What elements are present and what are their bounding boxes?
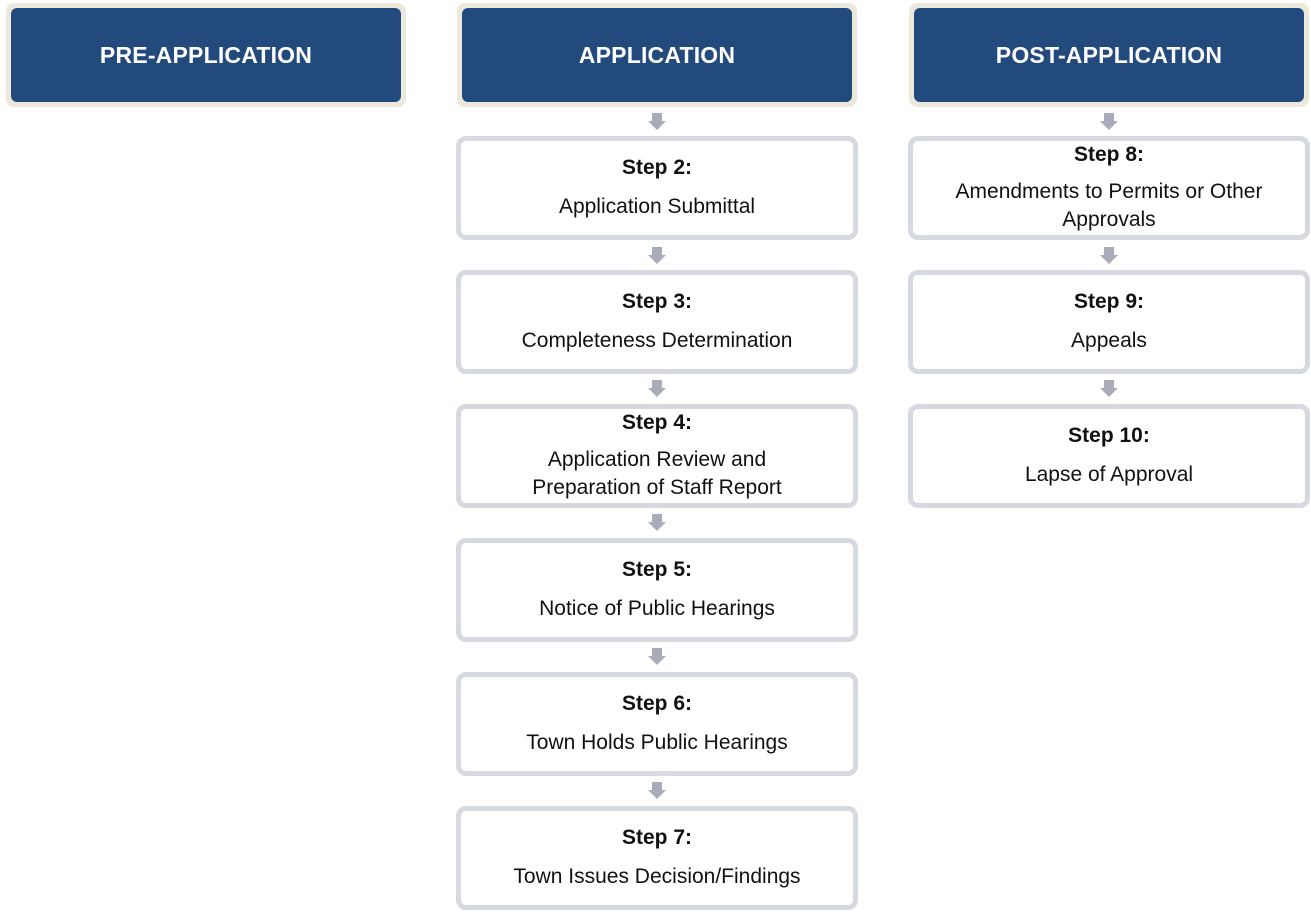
step-9-description: Appeals (1071, 329, 1147, 352)
step-8-number: Step 8: (1073, 143, 1144, 166)
step-10-description: Lapse of Approval (1024, 463, 1194, 486)
step-2-description: Application Submittal (558, 195, 756, 218)
down-arrow-icon (648, 247, 666, 265)
down-arrow-icon (648, 514, 666, 532)
phase-header-post-application: POST-APPLICATION (914, 8, 1304, 102)
down-arrow-icon (1100, 247, 1118, 265)
step-6-description: Town Holds Public Hearings (526, 731, 788, 754)
step-7-number: Step 7: (621, 826, 692, 849)
step-5-number: Step 5: (621, 558, 692, 581)
phase-header-application-frame: APPLICATION (457, 3, 857, 107)
step-9-number: Step 9: (1073, 290, 1144, 313)
down-arrow-icon (648, 380, 666, 398)
step-3-number: Step 3: (621, 290, 692, 313)
phase-header-pre-application: PRE-APPLICATION (11, 8, 401, 102)
phase-header-application: APPLICATION (462, 8, 852, 102)
step-10-number: Step 10: (1068, 424, 1150, 447)
step-6-number: Step 6: (621, 692, 692, 715)
step-4-description: Application Review and Preparation of St… (532, 448, 782, 499)
down-arrow-icon (1100, 113, 1118, 131)
step-4-box: Step 4: Application Review and Preparati… (456, 404, 858, 508)
phase-header-post-application-frame: POST-APPLICATION (909, 3, 1309, 107)
step-10-box: Step 10: Lapse of Approval (908, 404, 1310, 508)
step-4-number: Step 4: (621, 411, 692, 434)
down-arrow-icon (648, 648, 666, 666)
down-arrow-icon (648, 782, 666, 800)
step-8-box: Step 8: Amendments to Permits or Other A… (908, 136, 1310, 240)
step-5-description: Notice of Public Hearings (539, 597, 775, 620)
down-arrow-icon (648, 113, 666, 131)
down-arrow-icon (1100, 380, 1118, 398)
step-3-description: Completeness Determination (521, 329, 793, 352)
step-5-box: Step 5: Notice of Public Hearings (456, 538, 858, 642)
phase-header-pre-application-frame: PRE-APPLICATION (6, 3, 406, 107)
step-2-number: Step 2: (621, 156, 692, 179)
step-7-description: Town Issues Decision/Findings (513, 865, 801, 888)
step-6-box: Step 6: Town Holds Public Hearings (456, 672, 858, 776)
step-9-box: Step 9: Appeals (908, 270, 1310, 374)
step-7-box: Step 7: Town Issues Decision/Findings (456, 806, 858, 910)
step-2-box: Step 2: Application Submittal (456, 136, 858, 240)
step-8-description: Amendments to Permits or Other Approvals (955, 180, 1263, 231)
step-3-box: Step 3: Completeness Determination (456, 270, 858, 374)
